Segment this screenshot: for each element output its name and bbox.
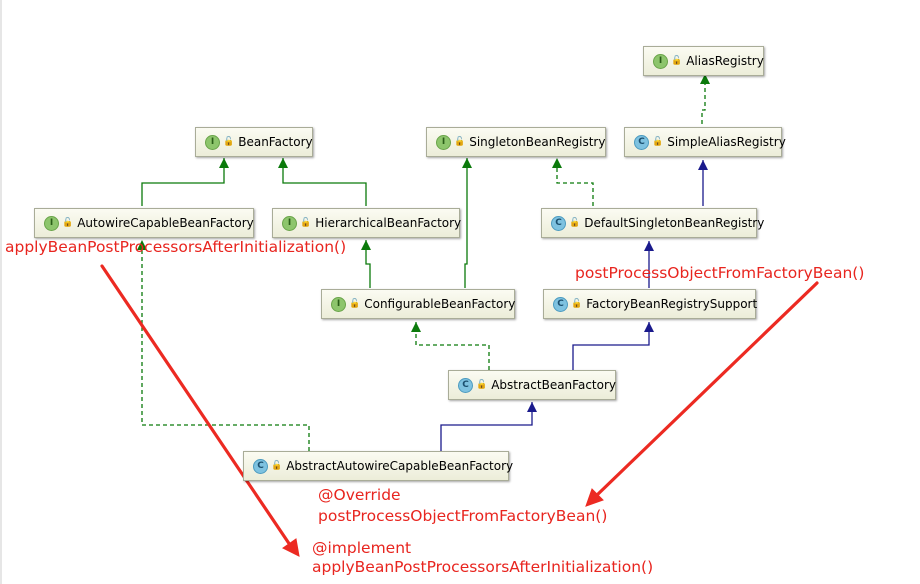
annotation-override-label: @Override [318,486,401,504]
edge-hierarchical-to-beanfactory [282,158,367,206]
node-label: FactoryBeanRegistrySupport [586,297,758,311]
lock-icon: 🔓 [671,56,683,66]
node-label: DefaultSingletonBeanRegistry [584,216,765,230]
class-badge-icon: C [553,296,568,312]
node-label: ConfigurableBeanFactory [364,297,516,311]
arrowhead-configurable [411,322,421,332]
arrowhead-hierarchical [361,240,371,250]
lock-icon: 🔓 [569,218,581,228]
node-label: BeanFactory [238,135,313,149]
node-bean-factory[interactable]: I 🔓 BeanFactory [195,127,313,157]
lock-icon: 🔓 [571,299,583,309]
lock-icon: 🔓 [476,380,488,390]
annotation-implement-label: @implement [312,539,412,557]
edge-abstractautowire-to-autowire [141,240,310,451]
node-label: SimpleAliasRegistry [667,135,786,149]
annotation-post-process-method: postProcessObjectFromFactoryBean() [575,264,865,282]
arrowhead-autowire [137,240,147,250]
lock-icon: 🔓 [652,137,664,147]
lock-icon: 🔓 [223,137,235,147]
left-frame-edge [0,0,2,584]
interface-badge-icon: I [205,134,220,150]
interface-badge-icon: I [331,296,346,312]
edge-abstractbeanfactory-to-configurable [415,322,490,370]
node-singleton-bean-registry[interactable]: I 🔓 SingletonBeanRegistry [426,127,606,157]
arrowhead-aliasregistry [700,74,710,84]
node-label: AbstractBeanFactory [491,378,616,392]
node-label: AutowireCapableBeanFactory [77,216,254,230]
arrowhead-singleton-right [552,158,562,168]
arrowhead-abstractbeanfactory [527,402,537,412]
interface-badge-icon: I [282,215,297,231]
node-label: SingletonBeanRegistry [469,135,606,149]
node-factory-bean-registry-support[interactable]: C 🔓 FactoryBeanRegistrySupport [543,289,758,319]
edge-abstractautowire-to-abstractbeanfactory [440,402,533,451]
red-arrowhead-implement [282,538,300,557]
edge-configurable-to-hierarchical [365,240,371,288]
red-arrowhead-override [585,488,604,507]
node-simple-alias-registry[interactable]: C 🔓 SimpleAliasRegistry [624,127,786,157]
edge-simplealias-to-aliasregistry [701,74,706,124]
annotation-override-method: postProcessObjectFromFactoryBean() [318,507,608,525]
node-configurable-bean-factory[interactable]: I 🔓 ConfigurableBeanFactory [321,289,515,319]
node-label: HierarchicalBeanFactory [315,216,462,230]
red-arrow-override [594,281,819,498]
annotation-implement-method: applyBeanPostProcessorsAfterInitializati… [312,558,654,576]
lock-icon: 🔓 [454,137,466,147]
arrowhead-beanfactory-left [219,158,229,168]
annotation-apply-method: applyBeanPostProcessorsAfterInitializati… [5,238,347,256]
class-badge-icon: C [551,215,566,231]
lock-icon: 🔓 [349,299,361,309]
edge-autowire-to-beanfactory [141,158,225,206]
arrowhead-beanfactory-right [278,158,288,168]
node-alias-registry[interactable]: I 🔓 AliasRegistry [643,46,764,76]
node-default-singleton-bean-registry[interactable]: C 🔓 DefaultSingletonBeanRegistry [541,208,764,238]
class-badge-icon: C [634,134,649,150]
class-badge-icon: C [458,377,473,393]
class-badge-icon: C [253,458,268,474]
edge-abstractbeanfactory-to-factorysupport [572,322,650,370]
interface-badge-icon: I [44,215,59,231]
interface-badge-icon: I [436,134,451,150]
interface-badge-icon: I [653,53,668,69]
lock-icon: 🔓 [300,218,312,228]
node-hierarchical-bean-factory[interactable]: I 🔓 HierarchicalBeanFactory [272,208,462,238]
lock-icon: 🔓 [62,218,74,228]
arrowhead-factorysupport [644,322,654,332]
arrowhead-singleton-left [462,158,472,168]
node-abstract-bean-factory[interactable]: C 🔓 AbstractBeanFactory [448,370,616,400]
node-label: AbstractAutowireCapableBeanFactory [286,459,514,473]
red-arrow-implement [100,264,292,547]
node-autowire-capable-bean-factory[interactable]: I 🔓 AutowireCapableBeanFactory [34,208,254,238]
arrowhead-defaultsingleton [644,241,654,251]
arrowhead-simplealias [698,160,708,170]
edge-defaultsingleton-to-singleton [556,158,594,206]
node-label: AliasRegistry [686,54,764,68]
edge-configurable-to-singleton [464,158,468,288]
lock-icon: 🔓 [271,461,283,471]
node-abstract-autowire-capable-bean-factory[interactable]: C 🔓 AbstractAutowireCapableBeanFactory [243,451,513,481]
